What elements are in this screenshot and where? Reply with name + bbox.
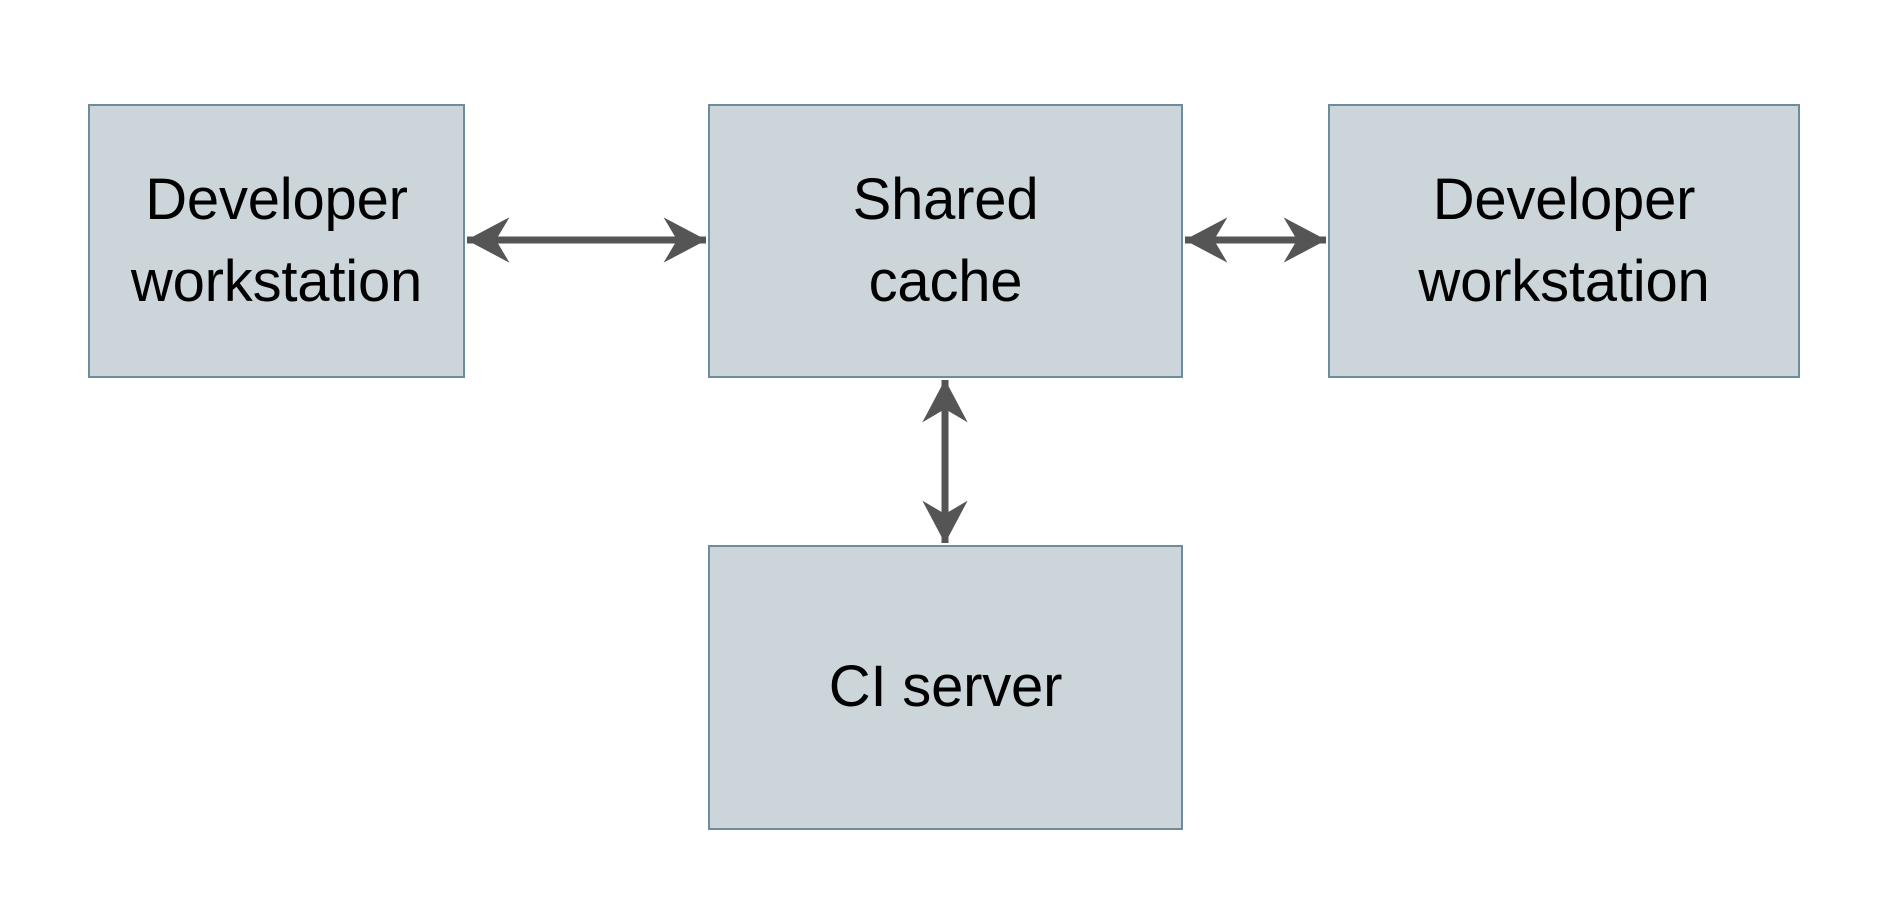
node-shared-cache[interactable]: Shared cache <box>708 104 1183 378</box>
node-label-shared-cache: Shared cache <box>852 166 1039 314</box>
node-developer-workstation-left[interactable]: Developer workstation <box>88 104 465 378</box>
node-label-developer-workstation-right: Developer workstation <box>1418 166 1710 314</box>
node-ci-server[interactable]: CI server <box>708 545 1183 830</box>
node-label-developer-workstation-left: Developer workstation <box>130 166 423 314</box>
node-developer-workstation-right[interactable]: Developer workstation <box>1328 104 1800 378</box>
node-label-ci-server: CI server <box>828 654 1063 720</box>
